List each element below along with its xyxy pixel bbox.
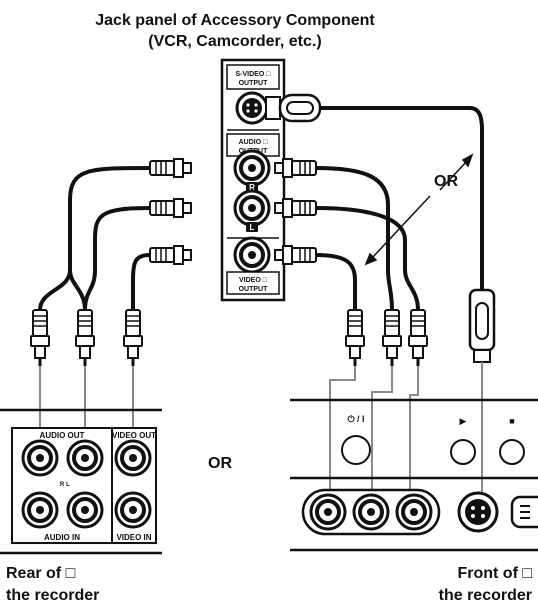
- svideo-plug-top: [265, 93, 322, 123]
- audio-r-output-jack: [233, 149, 271, 187]
- audio-out-label: AUDIO OUT: [40, 431, 85, 440]
- front-svideo-jack: [457, 491, 499, 533]
- plugs-to-front: [344, 288, 496, 368]
- front-caption-line-1: Front of □: [457, 565, 532, 582]
- cable-audio-l-right: [314, 206, 420, 312]
- cables: [38, 106, 484, 312]
- video-output-label-1: VIDEO □: [239, 277, 268, 284]
- video-output-jack: [233, 236, 271, 274]
- rear-video-out-jack: [114, 439, 152, 477]
- video-output-label-2: OUTPUT: [239, 286, 269, 293]
- cable-audio-r-right: [314, 166, 394, 312]
- audio-in-label: AUDIO IN: [44, 533, 80, 542]
- or-arrows: [364, 153, 474, 266]
- audio-output-label-1: AUDIO □: [239, 139, 269, 146]
- power-button: [341, 435, 371, 465]
- accessory-jack-panel: S-VIDEO □ OUTPUT AUDIO □ OUTPUT R L VIDE…: [220, 58, 322, 302]
- rear-audio-in-r-jack: [21, 491, 59, 529]
- svideo-output-label-2: OUTPUT: [239, 80, 269, 87]
- title-line-1: Jack panel of Accessory Component: [95, 12, 375, 29]
- rear-caption-line-2: the recorder: [6, 587, 99, 604]
- title-line-2: (VCR, Camcorder, etc.): [148, 33, 321, 50]
- front-caption-line-2: the recorder: [439, 587, 532, 604]
- rear-video-in-jack: [114, 491, 152, 529]
- video-in-label: VIDEO IN: [116, 533, 151, 542]
- svideo-output-jack: [235, 91, 269, 125]
- rear-audio-in-l-jack: [66, 491, 104, 529]
- r-label: R: [249, 183, 255, 192]
- play-label: ▶: [460, 416, 467, 426]
- cable-audio-l-left: [83, 206, 152, 312]
- rear-panel: AUDIO OUT VIDEO OUT R L AUDIO IN VIDEO I…: [0, 408, 162, 555]
- or-label-top: OR: [434, 173, 458, 190]
- rear-audio-out-r-jack: [21, 439, 59, 477]
- front-audio-l-jack: [352, 493, 390, 531]
- rear-rl-marks: R: [60, 482, 65, 488]
- cable-svideo: [316, 106, 484, 292]
- or-label-middle: OR: [208, 455, 232, 472]
- cable-video-left: [131, 253, 152, 312]
- svideo-output-label-1: S-VIDEO □: [236, 71, 272, 78]
- play-button: [450, 439, 476, 465]
- l-label: L: [250, 223, 255, 232]
- cable-audio-r-left: [38, 166, 152, 312]
- plugs-to-rear: [29, 308, 144, 368]
- rear-caption-line-1: Rear of □: [6, 565, 76, 582]
- cable-audio-join-left: [68, 268, 87, 312]
- power-label: ⏻ / I: [347, 414, 364, 424]
- video-out-label: VIDEO OUT: [112, 431, 156, 440]
- stop-button: [499, 439, 525, 465]
- rear-l-mark: L: [66, 482, 70, 488]
- front-audio-r-jack: [395, 493, 433, 531]
- front-panel: ⏻ / I ▶ ■: [290, 398, 538, 552]
- rear-audio-out-l-jack: [66, 439, 104, 477]
- audio-l-output-jack: [233, 189, 271, 227]
- cable-video-right: [314, 253, 357, 312]
- stop-label: ■: [509, 416, 514, 426]
- front-video-in-jack: [309, 493, 347, 531]
